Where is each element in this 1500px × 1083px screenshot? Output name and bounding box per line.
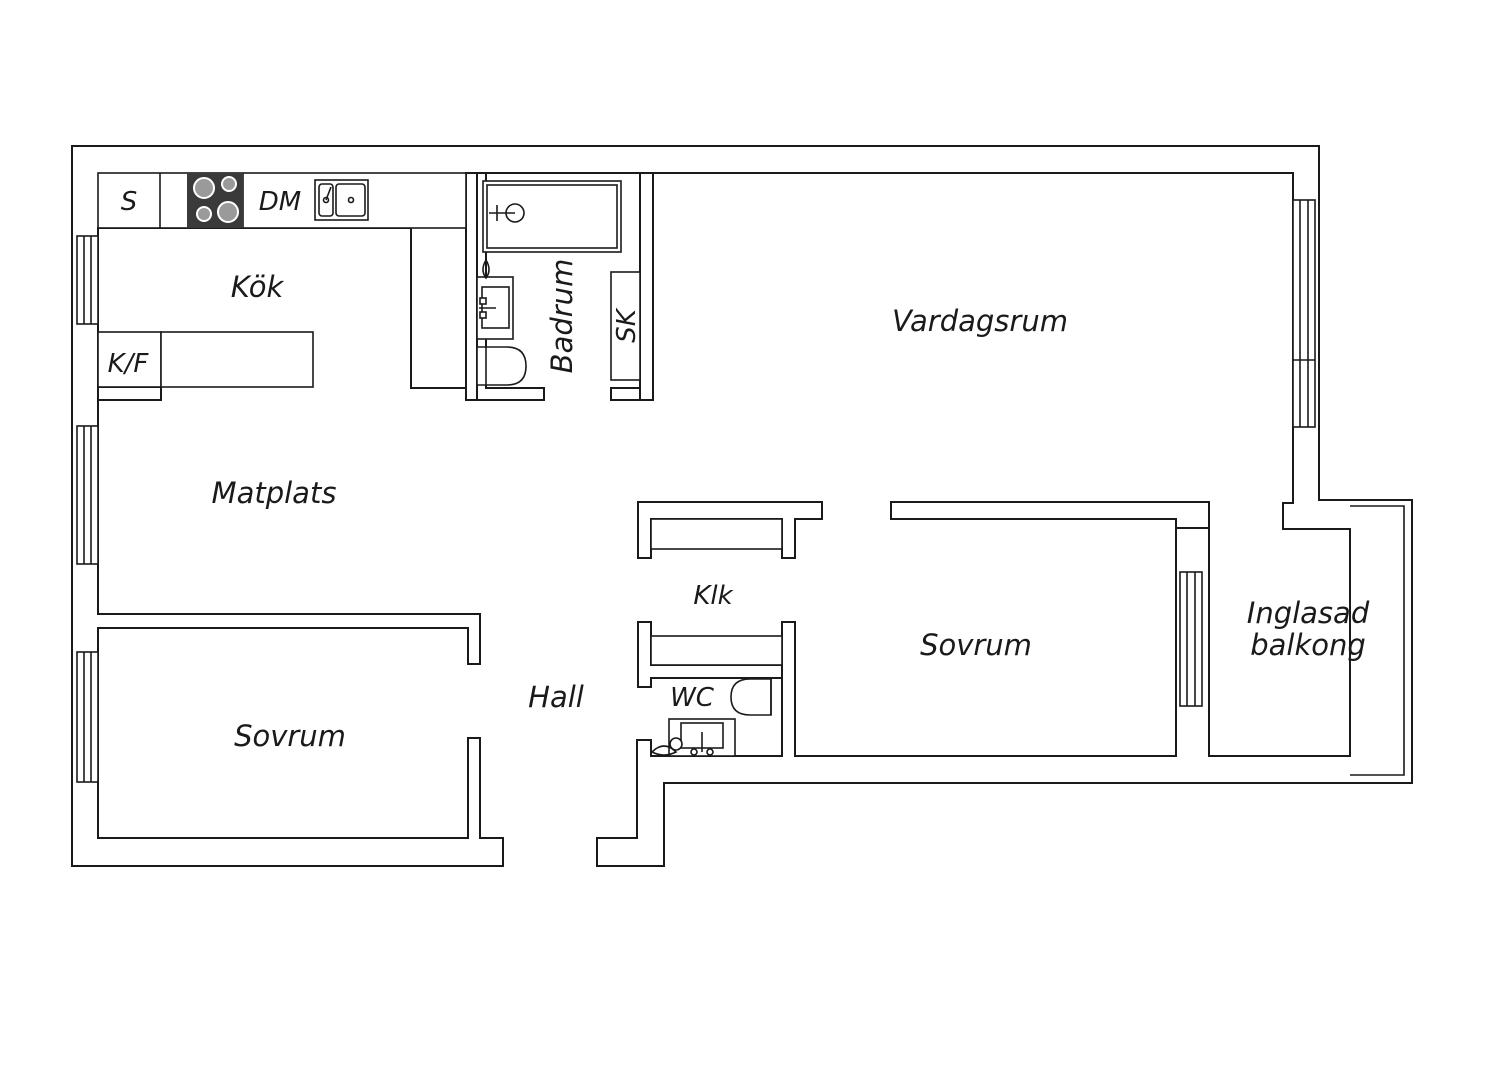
- label-balcony-line2: balkong: [1250, 628, 1366, 662]
- toilet-icon: [730, 678, 772, 716]
- bathtub-icon: [482, 180, 622, 253]
- label-hall: Hall: [528, 680, 584, 714]
- washbasin-icon: [476, 258, 514, 340]
- label-matplats: Matplats: [212, 476, 337, 510]
- kitchen-counter: [97, 172, 467, 388]
- label-klk: Klk: [693, 581, 733, 611]
- toilet-icon: [476, 346, 527, 386]
- stove-icon: [187, 173, 243, 228]
- label-kf: K/F: [108, 349, 150, 379]
- washbasin-icon: [650, 718, 736, 757]
- closet-shelf: [650, 518, 783, 666]
- label-vardagsrum: Vardagsrum: [892, 304, 1068, 338]
- sink-icon: [314, 179, 369, 221]
- label-sk: SK: [612, 307, 642, 343]
- label-s: S: [121, 187, 138, 217]
- label-kok: Kök: [231, 270, 285, 304]
- label-balcony-line1: Inglasad: [1247, 596, 1370, 630]
- label-badrum: Badrum: [545, 259, 579, 374]
- label-sovrum-left: Sovrum: [234, 719, 346, 753]
- cabinet-sk: [610, 271, 641, 381]
- label-wc: WC: [670, 683, 715, 713]
- window-icon: [76, 199, 1405, 783]
- label-dm: DM: [259, 187, 301, 217]
- label-sovrum-right: Sovrum: [920, 628, 1032, 662]
